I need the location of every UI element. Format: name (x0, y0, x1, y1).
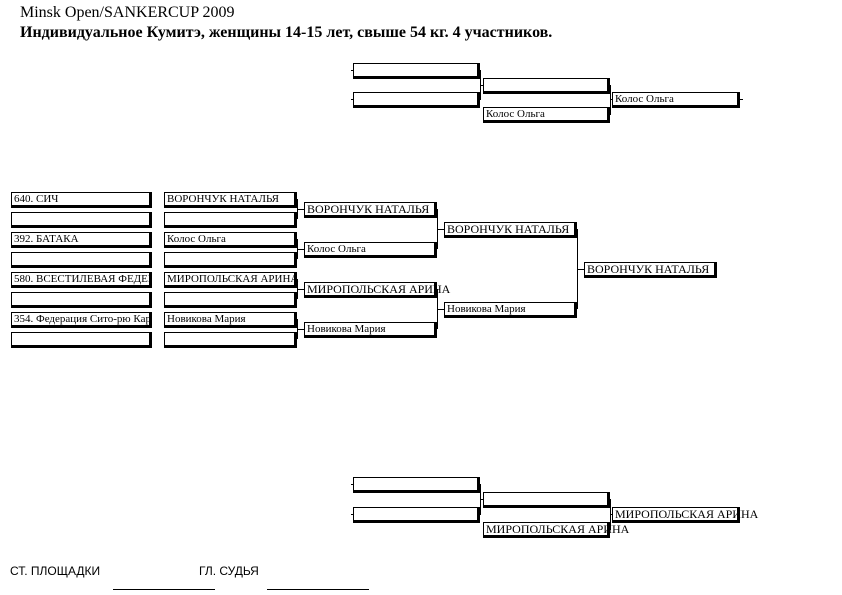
rep-top-round2-2: Колос Ольга (483, 107, 610, 123)
rep-top-winner: Колос Ольга (612, 92, 740, 108)
round1-slot (164, 332, 297, 348)
category-title: Индивидуальное Кумитэ, женщины 14-15 лет… (20, 24, 553, 41)
round1-slot: МИРОПОЛЬСКАЯ АРИНА (164, 272, 298, 288)
club-box: 640. СИЧ (11, 192, 152, 208)
club-box (11, 292, 152, 308)
connector (480, 499, 483, 500)
site-chief-label: СТ. ПЛОЩАДКИ (10, 564, 101, 578)
connector (437, 229, 444, 230)
event-title: Minsk Open/SANKERCUP 2009 (20, 4, 235, 21)
club-box: 580. ВСЕСТИЛЕВАЯ ФЕДЕРАЦИЯ АУТОХОНТСКОЙ (11, 272, 152, 288)
semifinal-slot: ВОРОНЧУК НАТАЛЬЯ (444, 222, 577, 238)
round1-slot: Новикова Мария (164, 312, 297, 328)
rep-bottom-entry-1 (353, 477, 480, 493)
semifinal-slot: Новикова Мария (444, 302, 577, 318)
connector (351, 99, 353, 100)
connector (480, 85, 483, 86)
round1-slot (164, 252, 297, 268)
chief-judge-signature-line (267, 589, 369, 590)
connector (351, 514, 353, 515)
connector (577, 269, 584, 270)
round1-slot (164, 212, 297, 228)
rep-top-entry-1 (353, 63, 480, 79)
club-box: 392. БАТАКА (11, 232, 152, 248)
round1-slot (164, 292, 297, 308)
connector (610, 99, 612, 100)
round2-slot: Новикова Мария (304, 322, 437, 338)
winner-slot: ВОРОНЧУК НАТАЛЬЯ (584, 262, 717, 278)
round1-slot: Колос Ольга (164, 232, 297, 248)
rep-top-entry-2 (353, 92, 480, 108)
rep-bottom-round2-1 (483, 492, 610, 508)
rep-top-round2-1 (483, 78, 610, 94)
connector (351, 70, 353, 71)
chief-judge-label: ГЛ. СУДЬЯ (199, 564, 259, 578)
site-chief-signature-line (113, 589, 215, 590)
connector (437, 309, 444, 310)
connector (297, 289, 304, 290)
connector (297, 209, 304, 210)
connector (740, 99, 743, 100)
connector (297, 329, 304, 330)
rep-bottom-winner: МИРОПОЛЬСКАЯ АРИНА (612, 507, 758, 523)
club-box (11, 252, 152, 268)
round2-slot: ВОРОНЧУК НАТАЛЬЯ (304, 202, 437, 218)
connector (610, 514, 612, 515)
connector (610, 85, 611, 115)
rep-bottom-round2-2: МИРОПОЛЬСКАЯ АРИНА (483, 522, 629, 538)
club-box (11, 212, 152, 228)
club-box (11, 332, 152, 348)
round2-slot: МИРОПОЛЬСКАЯ АРИНА (304, 282, 450, 298)
rep-bottom-entry-2 (353, 507, 480, 523)
round1-slot: ВОРОНЧУК НАТАЛЬЯ (164, 192, 297, 208)
round2-slot: Колос Ольга (304, 242, 437, 258)
connector (297, 249, 304, 250)
club-box: 354. Федерация Сито-рю Карате (11, 312, 152, 328)
connector (351, 484, 353, 485)
